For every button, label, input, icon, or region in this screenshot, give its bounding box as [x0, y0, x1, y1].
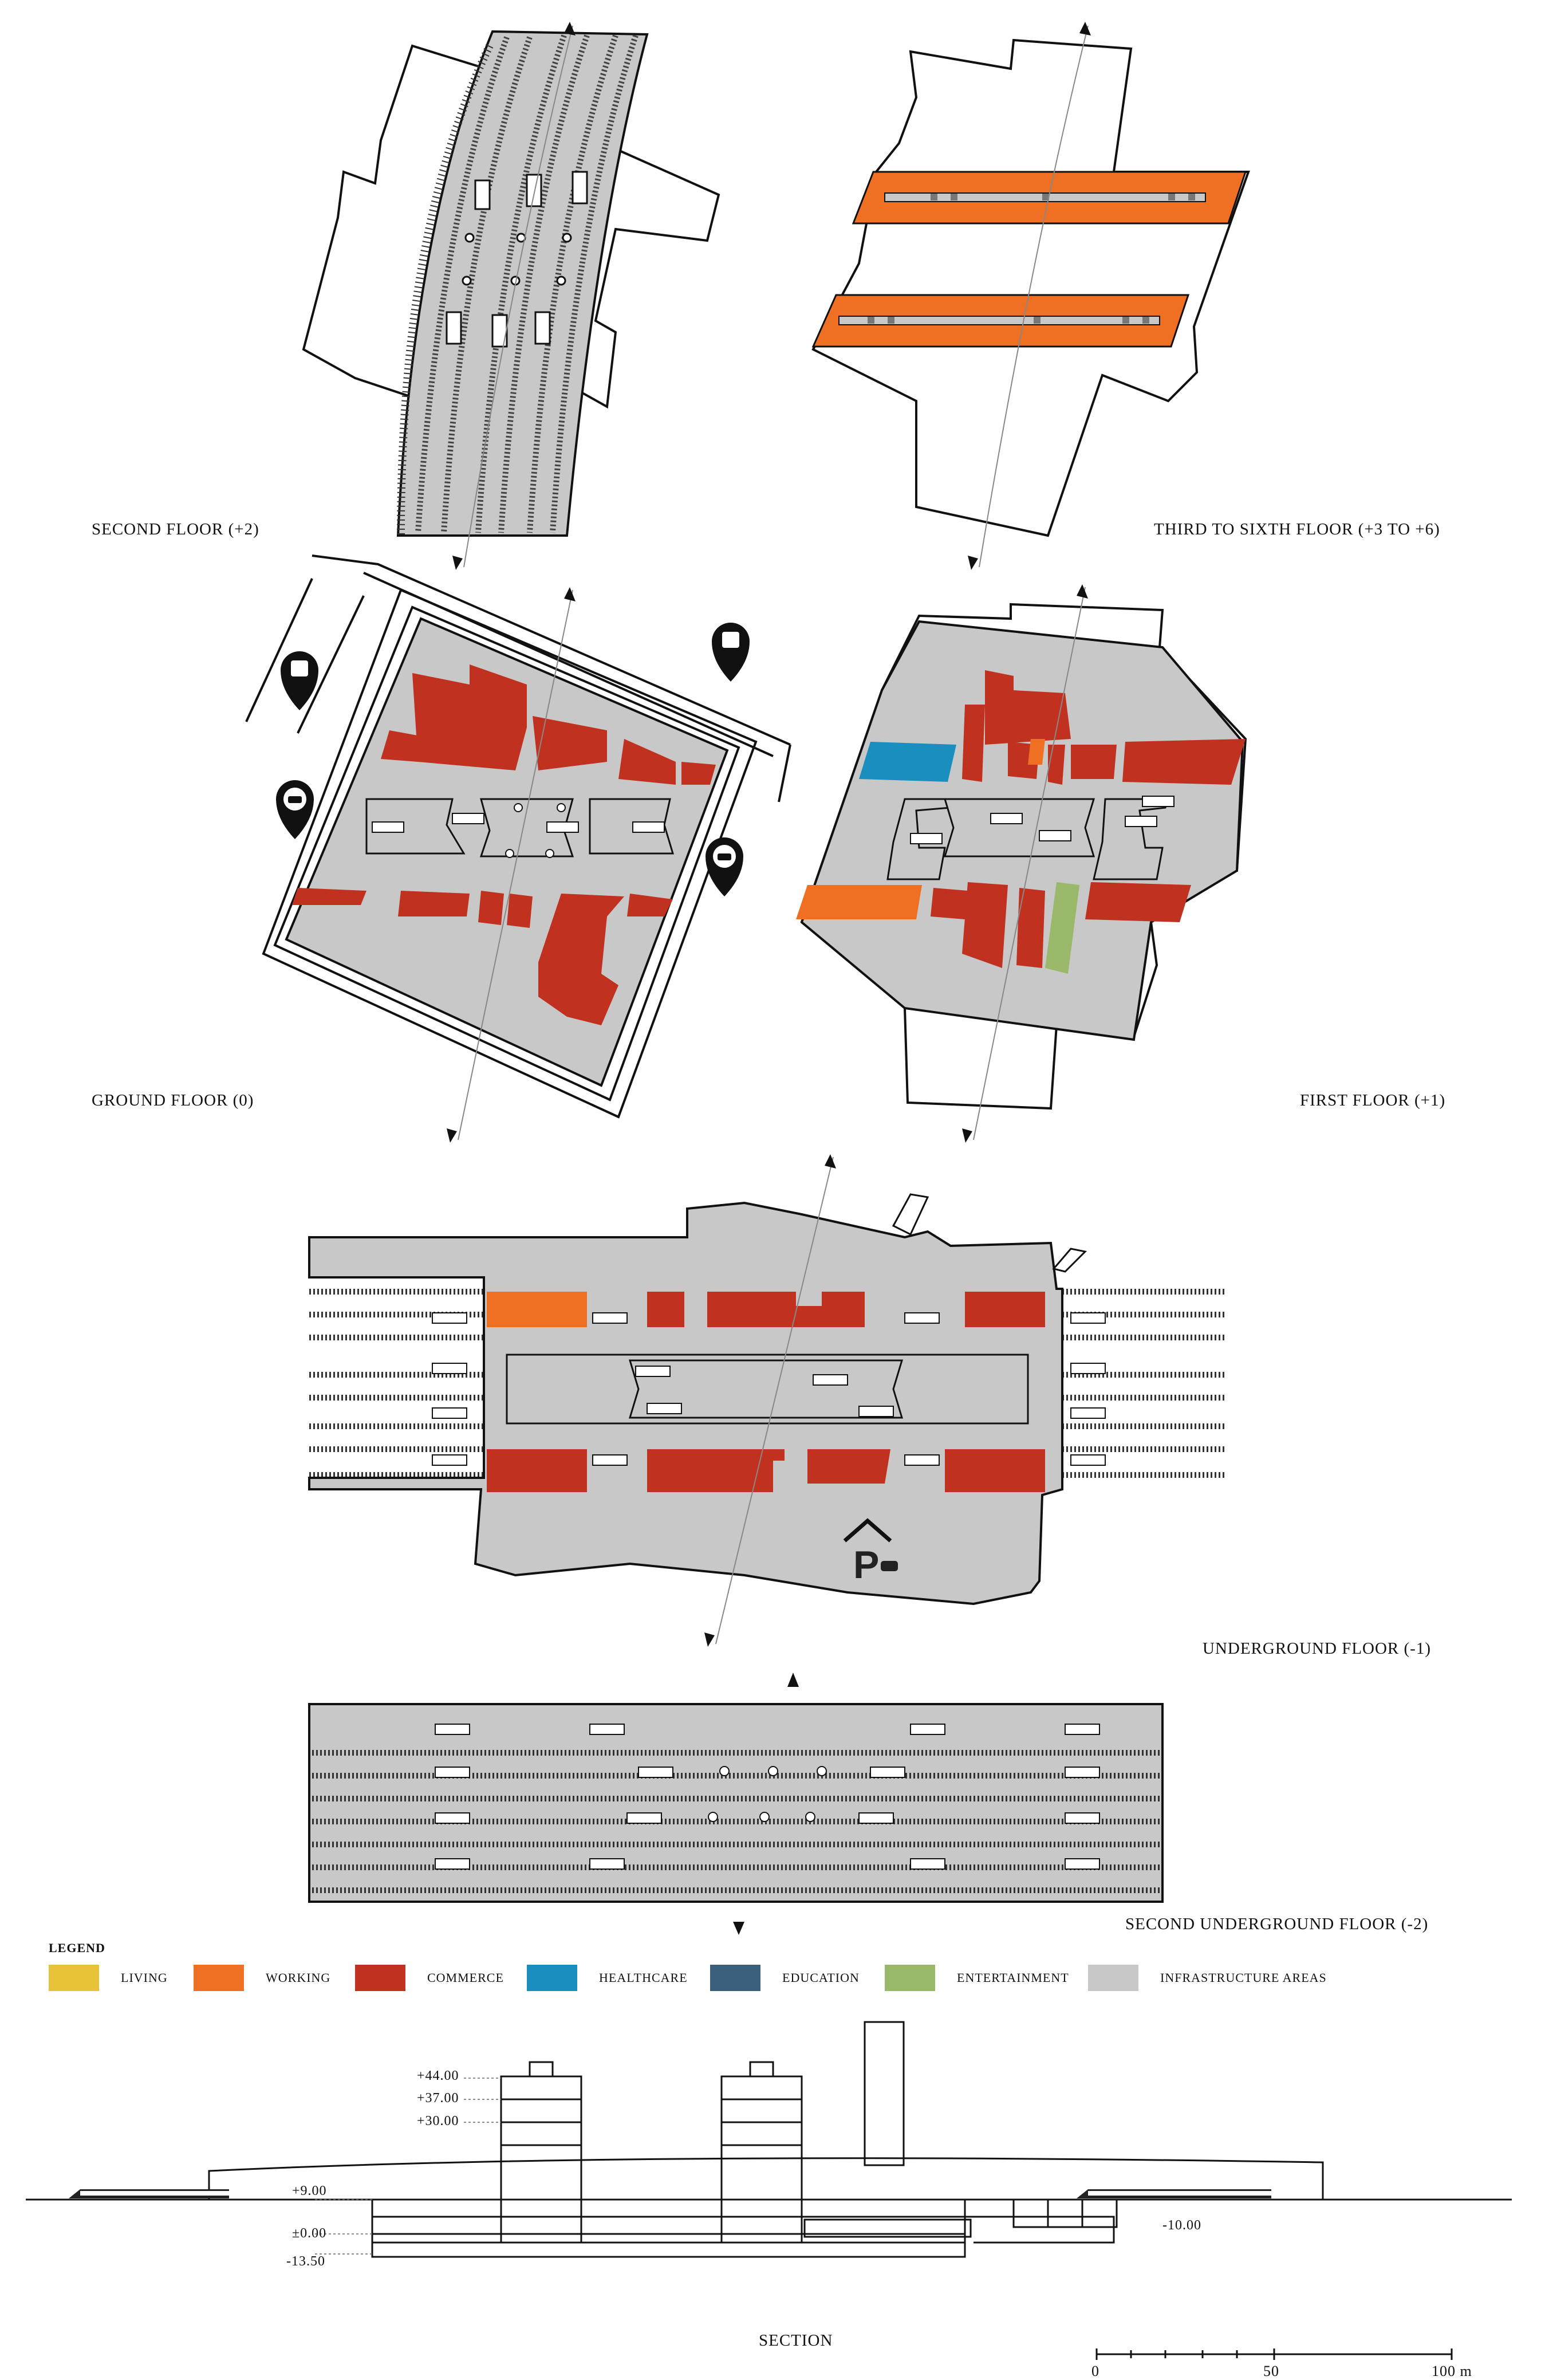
legend-label: INFRASTRUCTURE AREAS — [1160, 1970, 1327, 1985]
train-icon — [69, 2189, 229, 2198]
legend-swatch — [355, 1965, 405, 1991]
train-icon — [1077, 2189, 1271, 2198]
scale-label-0: 0 — [1091, 2363, 1099, 2379]
ground-floor-plan — [245, 554, 791, 1143]
legend-swatch — [885, 1965, 935, 1991]
ground-floor-label: GROUND FLOOR (0) — [92, 1091, 254, 1110]
legend-swatch — [1088, 1965, 1138, 1991]
legend-title: LEGEND — [49, 1941, 105, 1955]
section-drawing — [26, 2021, 1512, 2258]
legend-swatch — [527, 1965, 577, 1991]
second-floor-label: SECOND FLOOR (+2) — [92, 520, 259, 538]
taxi-pin-icon — [706, 837, 743, 896]
legend-item-education: EDUCATION — [710, 1965, 860, 1991]
level-0: ±0.00 — [292, 2226, 327, 2241]
second-underground-floor-label: SECOND UNDERGROUND FLOOR (-2) — [1125, 1915, 1429, 1933]
first-floor-label: FIRST FLOOR (+1) — [1300, 1091, 1446, 1110]
scale-bar — [1095, 2348, 1453, 2360]
second-underground-floor-plan — [308, 1673, 1164, 1935]
legend-label: EDUCATION — [782, 1970, 860, 1985]
legend-item-living: LIVING — [49, 1965, 168, 1991]
legend-item-commerce: COMMERCE — [355, 1965, 504, 1991]
legend-item-working: WORKING — [194, 1965, 330, 1991]
third-sixth-floor-plan — [811, 22, 1250, 570]
legend-label: HEALTHCARE — [599, 1970, 688, 1985]
level-44: +44.00 — [417, 2068, 459, 2083]
bus-stop-pin-icon — [712, 623, 750, 682]
svg-text:P: P — [853, 1543, 879, 1587]
underground-floor-plan — [308, 1154, 1225, 1647]
level-9: +9.00 — [292, 2184, 327, 2198]
section-title: SECTION — [759, 2331, 833, 2350]
legend-swatch — [49, 1965, 99, 1991]
scale-label-100: 100 m — [1432, 2363, 1472, 2379]
legend-label: COMMERCE — [427, 1970, 504, 1985]
legend-item-entertainment: ENTERTAINMENT — [885, 1965, 1069, 1991]
underground-floor-label: UNDERGROUND FLOOR (-1) — [1203, 1639, 1431, 1658]
level-minus-13: -13.50 — [286, 2254, 325, 2269]
legend-label: WORKING — [266, 1970, 331, 1985]
first-floor-plan — [796, 584, 1247, 1143]
level-37: +37.00 — [417, 2091, 459, 2106]
second-floor-plan — [302, 22, 720, 570]
legend-label: LIVING — [121, 1970, 168, 1985]
legend-swatch — [710, 1965, 760, 1991]
level-30: +30.00 — [417, 2114, 459, 2129]
legend-label: ENTERTAINMENT — [957, 1970, 1069, 1985]
parking-icon: P — [843, 1518, 898, 1587]
legend-swatch — [194, 1965, 244, 1991]
legend-item-infrastructure: INFRASTRUCTURE AREAS — [1088, 1965, 1327, 1991]
taxi-pin-icon — [276, 780, 314, 839]
legend-item-healthcare: HEALTHCARE — [527, 1965, 688, 1991]
level-minus-10: -10.00 — [1162, 2218, 1201, 2233]
scale-label-50: 50 — [1263, 2363, 1279, 2379]
third-sixth-floor-label: THIRD TO SIXTH FLOOR (+3 TO +6) — [1154, 520, 1440, 538]
bus-stop-pin-icon — [281, 651, 318, 710]
